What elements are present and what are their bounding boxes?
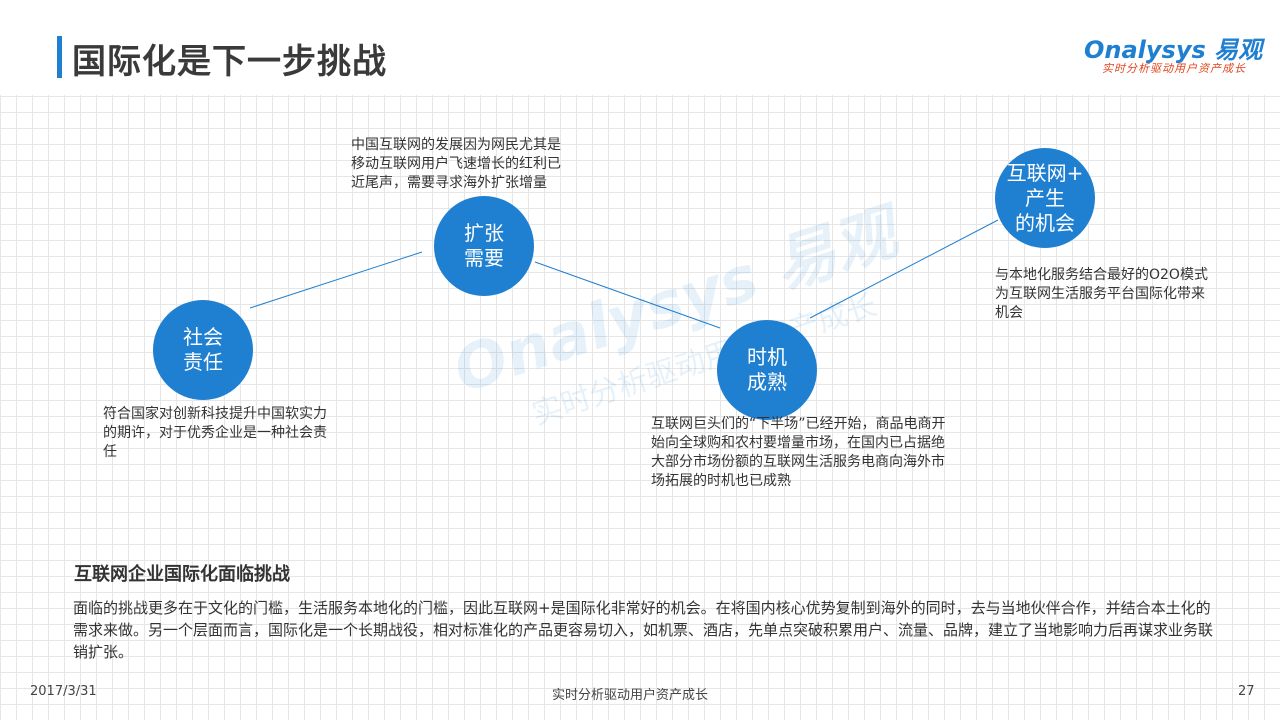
logo-tagline: 实时分析驱动用户资产成长 — [1102, 62, 1246, 75]
connector-line-2 — [534, 261, 721, 329]
footer-slogan: 实时分析驱动用户资产成长 — [552, 688, 709, 703]
note-social-responsibility: 符合国家对创新科技提升中国软实力的期许，对于优秀企业是一种社会责任 — [103, 406, 327, 460]
section-title: 互联网企业国际化面临挑战 — [74, 564, 290, 585]
node-internet-plus-opportunity: 互联网+ 产生 的机会 — [995, 148, 1095, 248]
node-social-responsibility: 社会 责任 — [153, 300, 253, 400]
logo-wordmark: Onalysys 易观 — [1084, 36, 1263, 64]
page-title: 国际化是下一步挑战 — [72, 42, 387, 82]
footer-date: 2017/3/31 — [30, 684, 97, 699]
node-timing-ripe: 时机 成熟 — [717, 320, 817, 420]
note-internet-plus-opportunity: 与本地化服务结合最好的O2O模式为互联网生活服务平台国际化带来机会 — [995, 267, 1208, 321]
note-expansion-need: 中国互联网的发展因为网民尤其是移动互联网用户飞速增长的红利已近尾声，需要寻求海外… — [351, 137, 561, 191]
connector-line-1 — [249, 251, 423, 309]
footer-page-number: 27 — [1238, 684, 1255, 699]
section-body: 面临的挑战更多在于文化的门槛，生活服务本地化的门槛，因此互联网+是国际化非常好的… — [73, 599, 1214, 661]
header-band — [0, 0, 1280, 95]
node-expansion-need: 扩张 需要 — [434, 196, 534, 296]
title-accent-bar — [57, 36, 62, 78]
analysys-logo: Onalysys 易观 实时分析驱动用户资产成长 — [1084, 30, 1262, 78]
note-timing-ripe: 互联网巨头们的“下半场”已经开始，商品电商开始向全球购和农村要增量市场，在国内已… — [651, 416, 946, 489]
connector-line-3 — [809, 219, 999, 319]
